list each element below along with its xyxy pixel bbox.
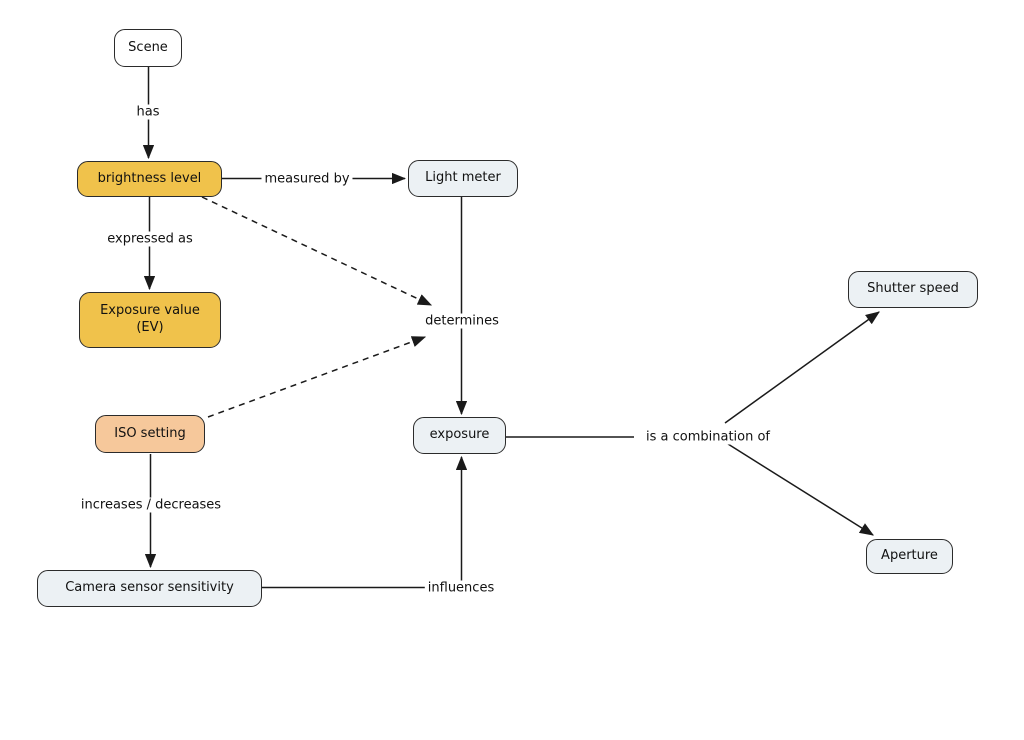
node-iso-setting[interactable]: ISO setting: [95, 415, 205, 453]
edge-brightness-determines-dashed: [201, 196, 433, 306]
node-shutter-speed[interactable]: Shutter speed: [848, 271, 978, 308]
edge-label-is-a-combination-of[interactable]: is a combination of: [642, 429, 774, 445]
node-exposure-value[interactable]: Exposure value (EV): [79, 292, 221, 348]
edge-combination-shuttersspeed: [724, 311, 880, 424]
node-exposure[interactable]: exposure: [413, 417, 506, 454]
edge-iso-determines-dashed: [207, 336, 427, 418]
edge-label-influences[interactable]: influences: [424, 580, 498, 596]
edge-label-expressed-as[interactable]: expressed as: [104, 231, 196, 247]
node-light-meter[interactable]: Light meter: [408, 160, 518, 197]
node-brightness-level[interactable]: brightness level: [77, 161, 222, 197]
edge-label-increases-decreases[interactable]: increases / decreases: [77, 497, 225, 513]
node-aperture[interactable]: Aperture: [866, 539, 953, 574]
node-camera-sensor-sensitivity[interactable]: Camera sensor sensitivity: [37, 570, 262, 607]
edge-combination-aperture: [727, 443, 874, 536]
edge-label-measured-by[interactable]: measured by: [261, 171, 353, 187]
edge-label-has[interactable]: has: [133, 104, 163, 120]
edge-label-determines[interactable]: determines: [422, 313, 502, 329]
node-scene[interactable]: Scene: [114, 29, 182, 67]
